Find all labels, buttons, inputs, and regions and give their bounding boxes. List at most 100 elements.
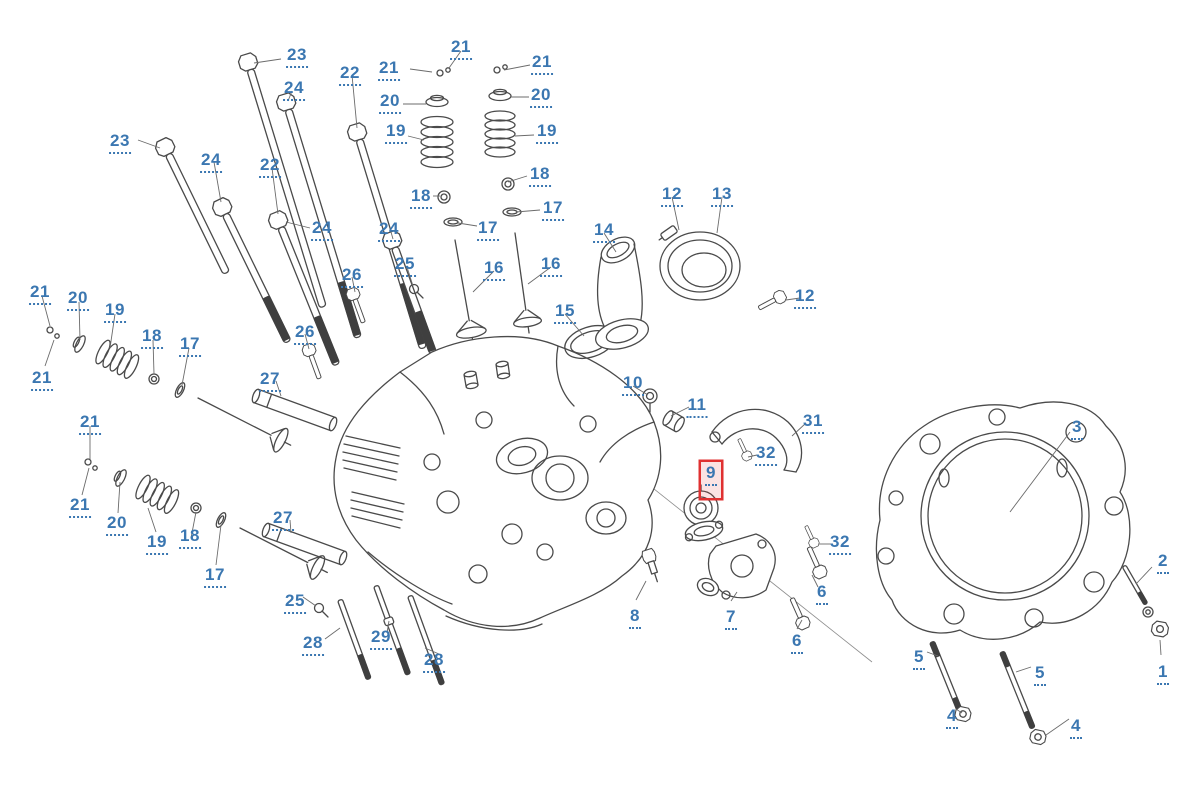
bolt-22b (266, 208, 340, 366)
part-label-22[interactable]: 22 (339, 64, 361, 86)
part-label-19[interactable]: 19 (536, 122, 558, 144)
intake-clamp-13 (658, 225, 741, 301)
part-label-21[interactable]: 21 (378, 59, 400, 81)
part-label-31[interactable]: 31 (802, 412, 824, 434)
part-label-27[interactable]: 27 (259, 370, 281, 392)
part-label-4[interactable]: 4 (946, 707, 958, 729)
part-label-2[interactable]: 2 (1157, 552, 1169, 574)
part-label-26[interactable]: 26 (294, 323, 316, 345)
part-label-17[interactable]: 17 (204, 566, 226, 588)
part-number: 6 (816, 583, 828, 605)
part-label-20[interactable]: 20 (106, 514, 128, 536)
part-label-10[interactable]: 10 (622, 374, 644, 396)
mount-studs (337, 585, 445, 686)
part-label-23[interactable]: 23 (109, 132, 131, 154)
part-label-14[interactable]: 14 (593, 221, 615, 243)
cooling-parts (641, 388, 830, 632)
part-label-7[interactable]: 7 (725, 608, 737, 630)
part-label-18[interactable]: 18 (410, 187, 432, 209)
part-label-9-highlighted[interactable]: 9 (701, 462, 721, 498)
bolt-24 (274, 91, 362, 339)
part-label-17[interactable]: 17 (179, 335, 201, 357)
part-number: 21 (531, 53, 553, 75)
part-label-27[interactable]: 27 (272, 509, 294, 531)
part-number: 1 (1157, 663, 1169, 685)
part-label-15[interactable]: 15 (554, 302, 576, 324)
part-label-32[interactable]: 32 (829, 533, 851, 555)
part-number: 18 (410, 187, 432, 209)
intake-duct-14 (595, 236, 649, 350)
part-label-25[interactable]: 25 (394, 255, 416, 277)
part-label-29[interactable]: 29 (370, 628, 392, 650)
part-label-21[interactable]: 21 (31, 369, 53, 391)
part-label-18[interactable]: 18 (529, 165, 551, 187)
part-label-26[interactable]: 26 (341, 266, 363, 288)
part-label-22[interactable]: 22 (259, 156, 281, 178)
valve (454, 239, 487, 346)
part-label-19[interactable]: 19 (385, 122, 407, 144)
nut-1 (1150, 619, 1170, 639)
part-label-8[interactable]: 8 (629, 607, 641, 629)
part-label-11[interactable]: 11 (686, 396, 708, 418)
part-label-28[interactable]: 28 (302, 634, 324, 656)
part-label-1[interactable]: 1 (1157, 663, 1169, 685)
part-label-19[interactable]: 19 (104, 301, 126, 323)
part-label-20[interactable]: 20 (67, 289, 89, 311)
part-label-25[interactable]: 25 (284, 592, 306, 614)
part-label-16[interactable]: 16 (540, 255, 562, 277)
part-label-3[interactable]: 3 (1071, 418, 1083, 440)
part-label-24[interactable]: 24 (283, 79, 305, 101)
part-label-20[interactable]: 20 (379, 92, 401, 114)
part-number: 15 (554, 302, 576, 324)
part-number: 28 (302, 634, 324, 656)
part-label-17[interactable]: 17 (477, 219, 499, 241)
part-number: 9 (705, 464, 717, 486)
part-label-12[interactable]: 12 (661, 185, 683, 207)
part-number: 6 (791, 632, 803, 654)
part-number: 16 (540, 255, 562, 277)
part-number: 14 (593, 221, 615, 243)
part-label-4[interactable]: 4 (1070, 717, 1082, 739)
part-number: 8 (629, 607, 641, 629)
part-label-6[interactable]: 6 (816, 583, 828, 605)
bolt-24b (209, 195, 291, 343)
part-label-20[interactable]: 20 (530, 86, 552, 108)
cylinder-head-body (333, 335, 662, 631)
rocker-shafts (251, 388, 348, 566)
part-label-18[interactable]: 18 (141, 327, 163, 349)
part-label-24[interactable]: 24 (200, 151, 222, 173)
part-label-17[interactable]: 17 (542, 199, 564, 221)
part-label-13[interactable]: 13 (711, 185, 733, 207)
part-label-28[interactable]: 28 (423, 651, 445, 673)
valve-spring (420, 115, 454, 169)
part-label-18[interactable]: 18 (179, 527, 201, 549)
part-label-12[interactable]: 12 (794, 287, 816, 309)
part-label-21[interactable]: 21 (450, 38, 472, 60)
part-label-24[interactable]: 24 (311, 219, 333, 241)
part-number: 5 (1034, 664, 1046, 686)
part-number: 17 (179, 335, 201, 357)
part-number: 5 (913, 648, 925, 670)
plug-11 (662, 410, 685, 433)
part-label-23[interactable]: 23 (286, 46, 308, 68)
part-number: 25 (394, 255, 416, 277)
part-number: 2 (1157, 552, 1169, 574)
part-label-5[interactable]: 5 (913, 648, 925, 670)
part-number: 18 (141, 327, 163, 349)
part-number: 18 (179, 527, 201, 549)
part-label-32[interactable]: 32 (755, 444, 777, 466)
part-label-21[interactable]: 21 (531, 53, 553, 75)
part-number: 23 (109, 132, 131, 154)
part-label-21[interactable]: 21 (69, 496, 91, 518)
part-label-5[interactable]: 5 (1034, 664, 1046, 686)
part-label-19[interactable]: 19 (146, 533, 168, 555)
part-label-21[interactable]: 21 (29, 283, 51, 305)
part-number: 19 (104, 301, 126, 323)
part-number: 20 (67, 289, 89, 311)
part-label-21[interactable]: 21 (79, 413, 101, 435)
part-label-24[interactable]: 24 (378, 220, 400, 242)
part-label-6[interactable]: 6 (791, 632, 803, 654)
part-label-16[interactable]: 16 (483, 259, 505, 281)
part-number: 32 (755, 444, 777, 466)
